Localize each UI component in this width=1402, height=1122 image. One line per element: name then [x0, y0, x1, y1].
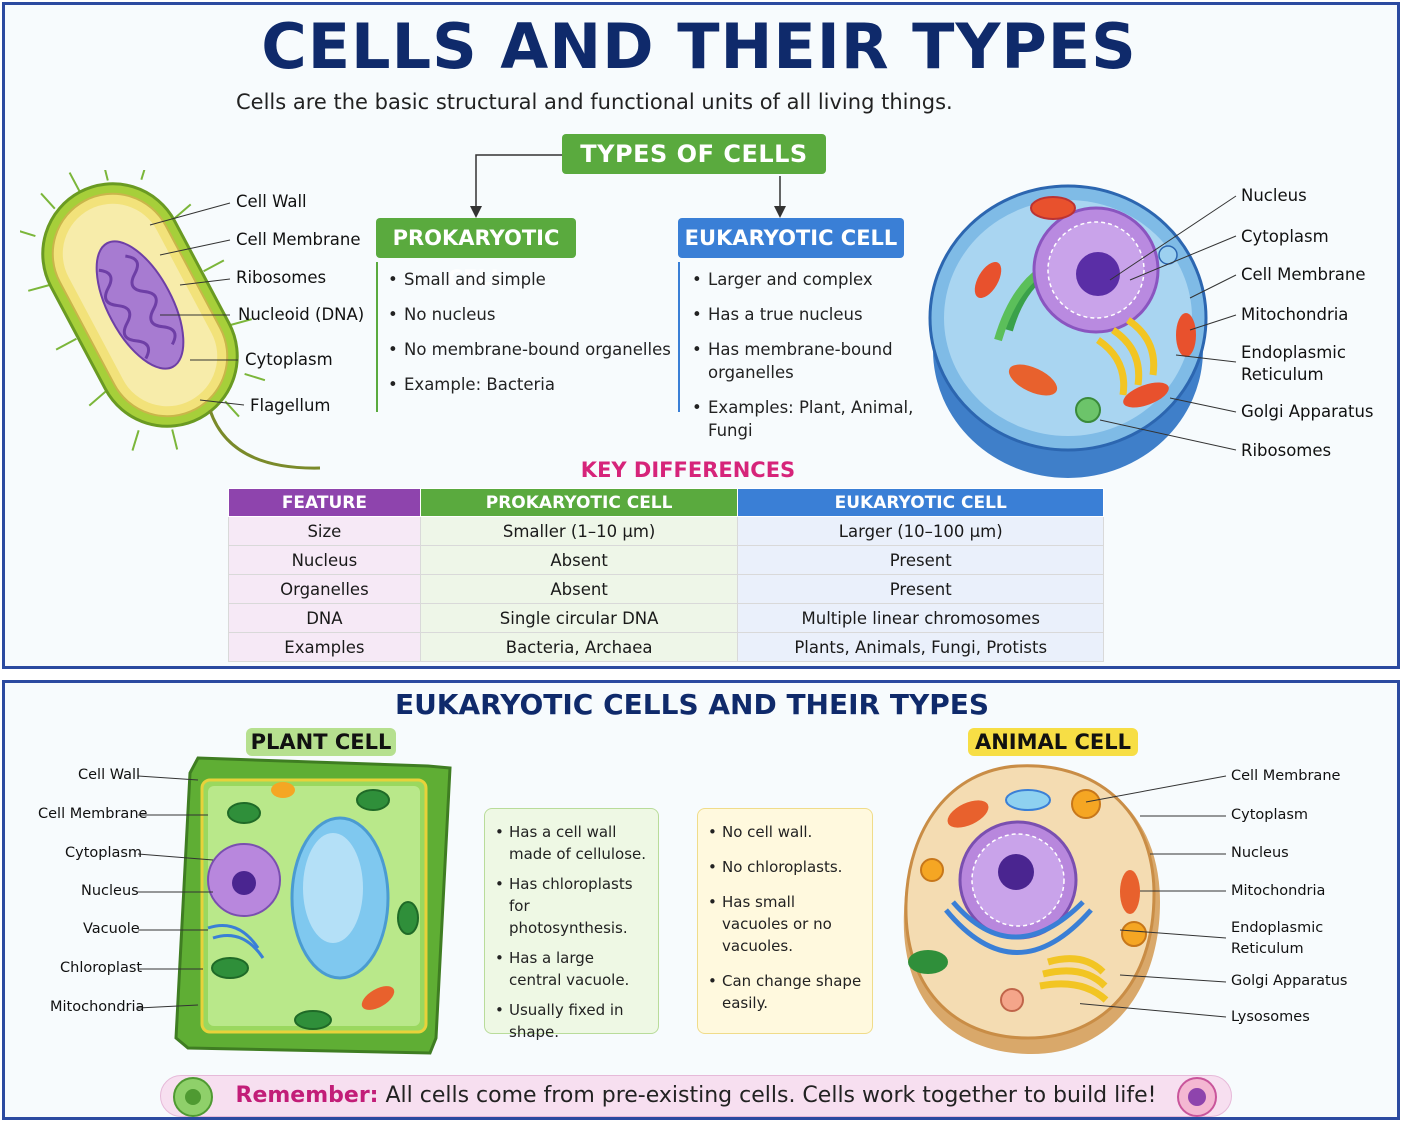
plant-label-cell-membrane: Cell Membrane — [38, 806, 148, 822]
animal-label-reticulum: Reticulum — [1231, 941, 1304, 957]
animal-label-cytoplasm: Cytoplasm — [1231, 807, 1309, 823]
eukaryotic-points: Larger and complex Has a true nucleus Ha… — [692, 268, 954, 454]
differences-table: FEATURE PROKARYOTIC CELL EUKARYOTIC CELL… — [228, 488, 1104, 662]
plant-label-cytoplasm: Cytoplasm — [65, 845, 143, 861]
prokaryotic-divider — [376, 262, 378, 412]
table-cell: Smaller (1–10 µm) — [419, 516, 739, 546]
table-cell: Organelles — [228, 574, 421, 604]
list-item: No membrane-bound organelles — [388, 338, 678, 361]
table-cell: Nucleus — [228, 545, 421, 575]
table-cell: Absent — [419, 545, 739, 575]
plant-label-vacuole: Vacuole — [83, 921, 140, 937]
green-cell-icon — [173, 1077, 213, 1117]
remember-text: All cells come from pre-existing cells. … — [378, 1083, 1157, 1108]
list-item: Has a cell wall made of cellulose. — [495, 821, 650, 865]
bacterium-illustration — [20, 170, 321, 470]
plant-label-cell-wall: Cell Wall — [78, 767, 141, 783]
plant-label-chloroplast: Chloroplast — [60, 960, 143, 976]
animal-cell-illustration — [903, 764, 1160, 1055]
table-cell: Present — [737, 545, 1104, 575]
plant-cell-illustration — [174, 756, 452, 1055]
table-cell: Single circular DNA — [419, 603, 739, 633]
list-item: Has small vacuoles or no vacuoles. — [708, 891, 864, 957]
main-title: CELLS AND THEIR TYPES — [261, 10, 1137, 83]
plant-label-nucleus: Nucleus — [81, 883, 139, 899]
plant-label-mitochondria: Mitochondria — [50, 999, 145, 1015]
key-differences-heading: KEY DIFFERENCES — [580, 458, 796, 482]
table-row: Size Smaller (1–10 µm) Larger (10–100 µm… — [228, 516, 1104, 546]
list-item: Examples: Plant, Animal, Fungi — [692, 396, 954, 442]
animal-label-golgi: Golgi Apparatus — [1231, 973, 1348, 989]
flow-connectors — [470, 154, 786, 218]
remember-heading: Remember: — [235, 1083, 379, 1108]
animal-label-nucleus: Nucleus — [1231, 845, 1289, 861]
animal-cell-heading: ANIMAL CELL — [968, 728, 1138, 756]
euk-label-ribosomes: Ribosomes — [1241, 441, 1332, 460]
list-item: Example: Bacteria — [388, 373, 678, 396]
list-item: Has a large central vacuole. — [495, 947, 650, 991]
list-item: Small and simple — [388, 268, 678, 291]
eukaryotic-divider — [678, 262, 680, 412]
plant-cell-points: Has a cell wall made of cellulose. Has c… — [484, 808, 659, 1041]
bacterium-label-flagellum: Flagellum — [250, 396, 331, 415]
table-cell: Absent — [419, 574, 739, 604]
table-row: Organelles Absent Present — [228, 574, 1104, 604]
animal-label-mitochondria: Mitochondria — [1231, 883, 1326, 899]
list-item: Has a true nucleus — [692, 303, 954, 326]
types-of-cells-heading: TYPES OF CELLS — [562, 134, 826, 174]
bacterium-label-cytoplasm: Cytoplasm — [245, 350, 333, 369]
bacterium-label-nucleoid: Nucleoid (DNA) — [238, 305, 365, 324]
euk-label-mitochondria: Mitochondria — [1241, 305, 1349, 324]
prokaryotic-points: Small and simple No nucleus No membrane-… — [388, 268, 678, 408]
animal-label-cell-membrane: Cell Membrane — [1231, 768, 1341, 784]
eukaryotic-heading: EUKARYOTIC CELL — [678, 218, 904, 258]
eukaryotic-leader-lines — [1099, 195, 1237, 451]
animal-label-endoplasmic: Endoplasmic — [1231, 920, 1324, 936]
list-item: Can change shape easily. — [708, 970, 864, 1014]
table-row: Nucleus Absent Present — [228, 545, 1104, 575]
table-row: Examples Bacteria, Archaea Plants, Anima… — [228, 632, 1104, 662]
eukaryotic-types-heading: EUKARYOTIC CELLS AND THEIR TYPES — [394, 688, 990, 721]
euk-label-cell-membrane: Cell Membrane — [1241, 265, 1366, 284]
animal-leader-lines — [1080, 775, 1227, 1018]
remember-banner: Remember: All cells come from pre-existi… — [160, 1075, 1232, 1117]
table-row: DNA Single circular DNA Multiple linear … — [228, 603, 1104, 633]
euk-label-reticulum: Reticulum — [1241, 365, 1324, 384]
bacterium-label-ribosomes: Ribosomes — [236, 268, 327, 287]
list-item: No nucleus — [388, 303, 678, 326]
table-header-eukaryotic: EUKARYOTIC CELL — [737, 488, 1104, 517]
list-item: Usually fixed in shape. — [495, 999, 650, 1043]
table-cell: Multiple linear chromosomes — [737, 603, 1104, 633]
table-header-feature: FEATURE — [228, 488, 421, 517]
animal-label-lysosomes: Lysosomes — [1231, 1009, 1310, 1025]
plant-leader-lines — [138, 775, 214, 1009]
table-cell: Plants, Animals, Fungi, Protists — [737, 632, 1104, 662]
table-cell: Larger (10–100 µm) — [737, 516, 1104, 546]
euk-label-cytoplasm: Cytoplasm — [1241, 227, 1329, 246]
table-header-prokaryotic: PROKARYOTIC CELL — [419, 488, 739, 517]
prokaryotic-heading: PROKARYOTIC CELL — [376, 218, 576, 290]
table-cell: DNA — [228, 603, 421, 633]
table-cell: Size — [228, 516, 421, 546]
table-cell: Examples — [228, 632, 421, 662]
plant-cell-heading: PLANT CELL — [246, 728, 396, 756]
bacterium-leader-lines — [149, 202, 245, 406]
list-item: Has membrane-bound organelles — [692, 338, 954, 384]
animal-cell-points: No cell wall. No chloroplasts. Has small… — [697, 808, 873, 1034]
table-cell: Present — [737, 574, 1104, 604]
euk-label-golgi: Golgi Apparatus — [1241, 402, 1374, 421]
list-item: Has chloroplasts for photosynthesis. — [495, 873, 650, 939]
list-item: Larger and complex — [692, 268, 954, 291]
euk-label-nucleus: Nucleus — [1241, 186, 1307, 205]
list-item: No chloroplasts. — [708, 856, 864, 878]
euk-label-endoplasmic: Endoplasmic — [1241, 343, 1346, 362]
list-item: No cell wall. — [708, 821, 864, 843]
eukaryotic-cell-illustration — [928, 184, 1208, 478]
bacterium-label-cell-membrane: Cell Membrane — [236, 230, 361, 249]
table-cell: Bacteria, Archaea — [419, 632, 739, 662]
subtitle: Cells are the basic structural and funct… — [236, 90, 953, 114]
purple-cell-icon — [1177, 1077, 1217, 1117]
bacterium-label-cell-wall: Cell Wall — [236, 192, 307, 211]
table-header-row: FEATURE PROKARYOTIC CELL EUKARYOTIC CELL — [228, 488, 1104, 517]
